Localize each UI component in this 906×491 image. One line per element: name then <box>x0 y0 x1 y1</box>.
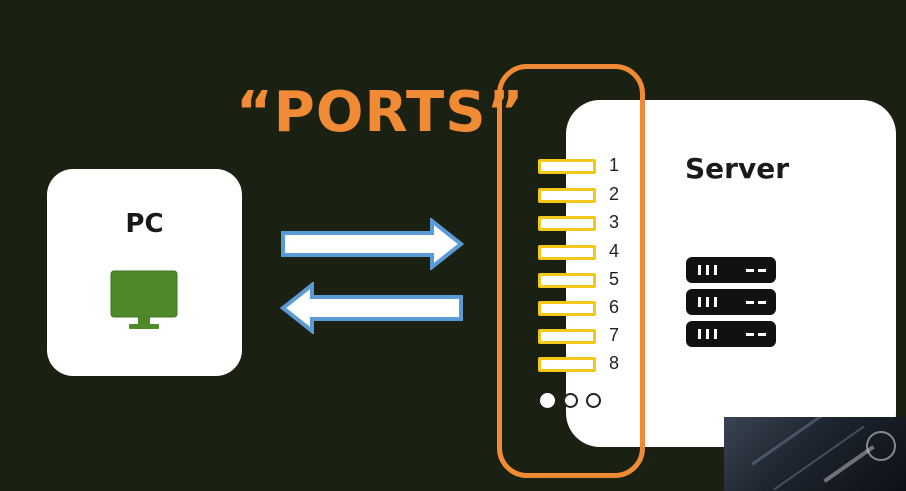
port-number: 2 <box>609 184 620 204</box>
more-dot <box>586 393 601 408</box>
port-number: 3 <box>609 212 620 232</box>
monitor-icon <box>110 270 178 329</box>
port-number: 8 <box>609 353 620 373</box>
port-slot <box>538 159 596 174</box>
more-dot <box>563 393 578 408</box>
ports-heading: “PORTS” <box>236 80 525 145</box>
presenter-video-thumbnail <box>724 417 906 491</box>
server-card: Server <box>566 100 896 447</box>
port-number: 1 <box>609 155 620 175</box>
pc-card: PC <box>47 169 242 376</box>
pc-label: PC <box>125 209 164 239</box>
port-slot <box>538 245 596 260</box>
server-label: Server <box>685 152 790 185</box>
response-arrow <box>279 282 463 334</box>
ports-highlight-frame <box>497 64 645 478</box>
port-slot <box>538 329 596 344</box>
port-slot <box>538 216 596 231</box>
port-slot <box>538 301 596 316</box>
port-slot <box>538 188 596 203</box>
port-number: 7 <box>609 325 620 345</box>
port-number: 6 <box>609 297 620 317</box>
port-number: 5 <box>609 269 620 289</box>
request-arrow <box>281 218 465 270</box>
server-rack-icon <box>686 257 776 347</box>
port-slot <box>538 273 596 288</box>
port-number: 4 <box>609 241 620 261</box>
more-dot <box>540 393 555 408</box>
port-slot <box>538 357 596 372</box>
